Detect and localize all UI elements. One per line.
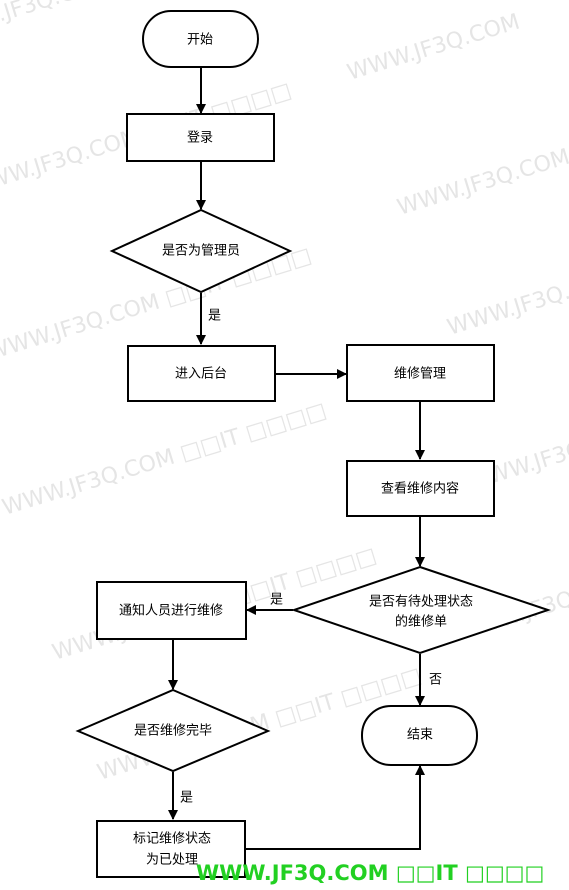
backend-box: [127, 345, 276, 402]
repair-mgmt-box: [346, 344, 495, 402]
repair-mgmt-label: 维修管理: [394, 367, 446, 382]
pending-decision: [290, 565, 552, 655]
mark-label-1: 标记维修状态: [133, 832, 211, 847]
footer-watermark: WWW.JF3Q.COM □□IT □□□□: [196, 861, 544, 885]
view-repair-box: [346, 460, 495, 517]
watermark: WWW.JF3Q.COM: [344, 10, 522, 86]
done-decision-label: 是否维修完毕: [134, 724, 212, 739]
watermark: WWW.JF3Q.COM: [444, 265, 569, 341]
view-repair-label: 查看维修内容: [381, 481, 459, 497]
pending-decision-label-1: 是否有待处理状态: [369, 595, 473, 610]
nodes: [75, 10, 552, 878]
mark-label-2: 为已处理: [146, 853, 198, 868]
end-terminal: [361, 705, 478, 766]
watermark: WWW.JF3Q.COM: [394, 145, 569, 221]
edge-label-yes-admin: 是: [208, 309, 221, 324]
edge-mark-end: [246, 765, 425, 850]
edge-label-yes-done: 是: [180, 791, 193, 806]
backend-label: 进入后台: [175, 367, 227, 382]
admin-decision: [109, 208, 293, 294]
notify-box: [96, 581, 247, 640]
notify-label: 通知人员进行维修: [119, 603, 223, 619]
end-label: 结束: [407, 728, 433, 743]
admin-decision-label: 是否为管理员: [162, 244, 240, 259]
edge-label-no-pending: 否: [429, 673, 442, 688]
watermark: WWW.JF3Q.COM □□IT □□□□: [0, 398, 329, 521]
login-label: 登录: [187, 131, 213, 146]
edge-label-yes-pending: 是: [270, 593, 283, 608]
done-decision: [75, 688, 271, 773]
pending-decision-label-2: 的维修单: [395, 614, 447, 630]
mark-box: [96, 820, 246, 878]
edges: [168, 68, 425, 850]
start-terminal: [142, 10, 259, 68]
start-label: 开始: [187, 33, 213, 48]
login-box: [126, 113, 275, 162]
